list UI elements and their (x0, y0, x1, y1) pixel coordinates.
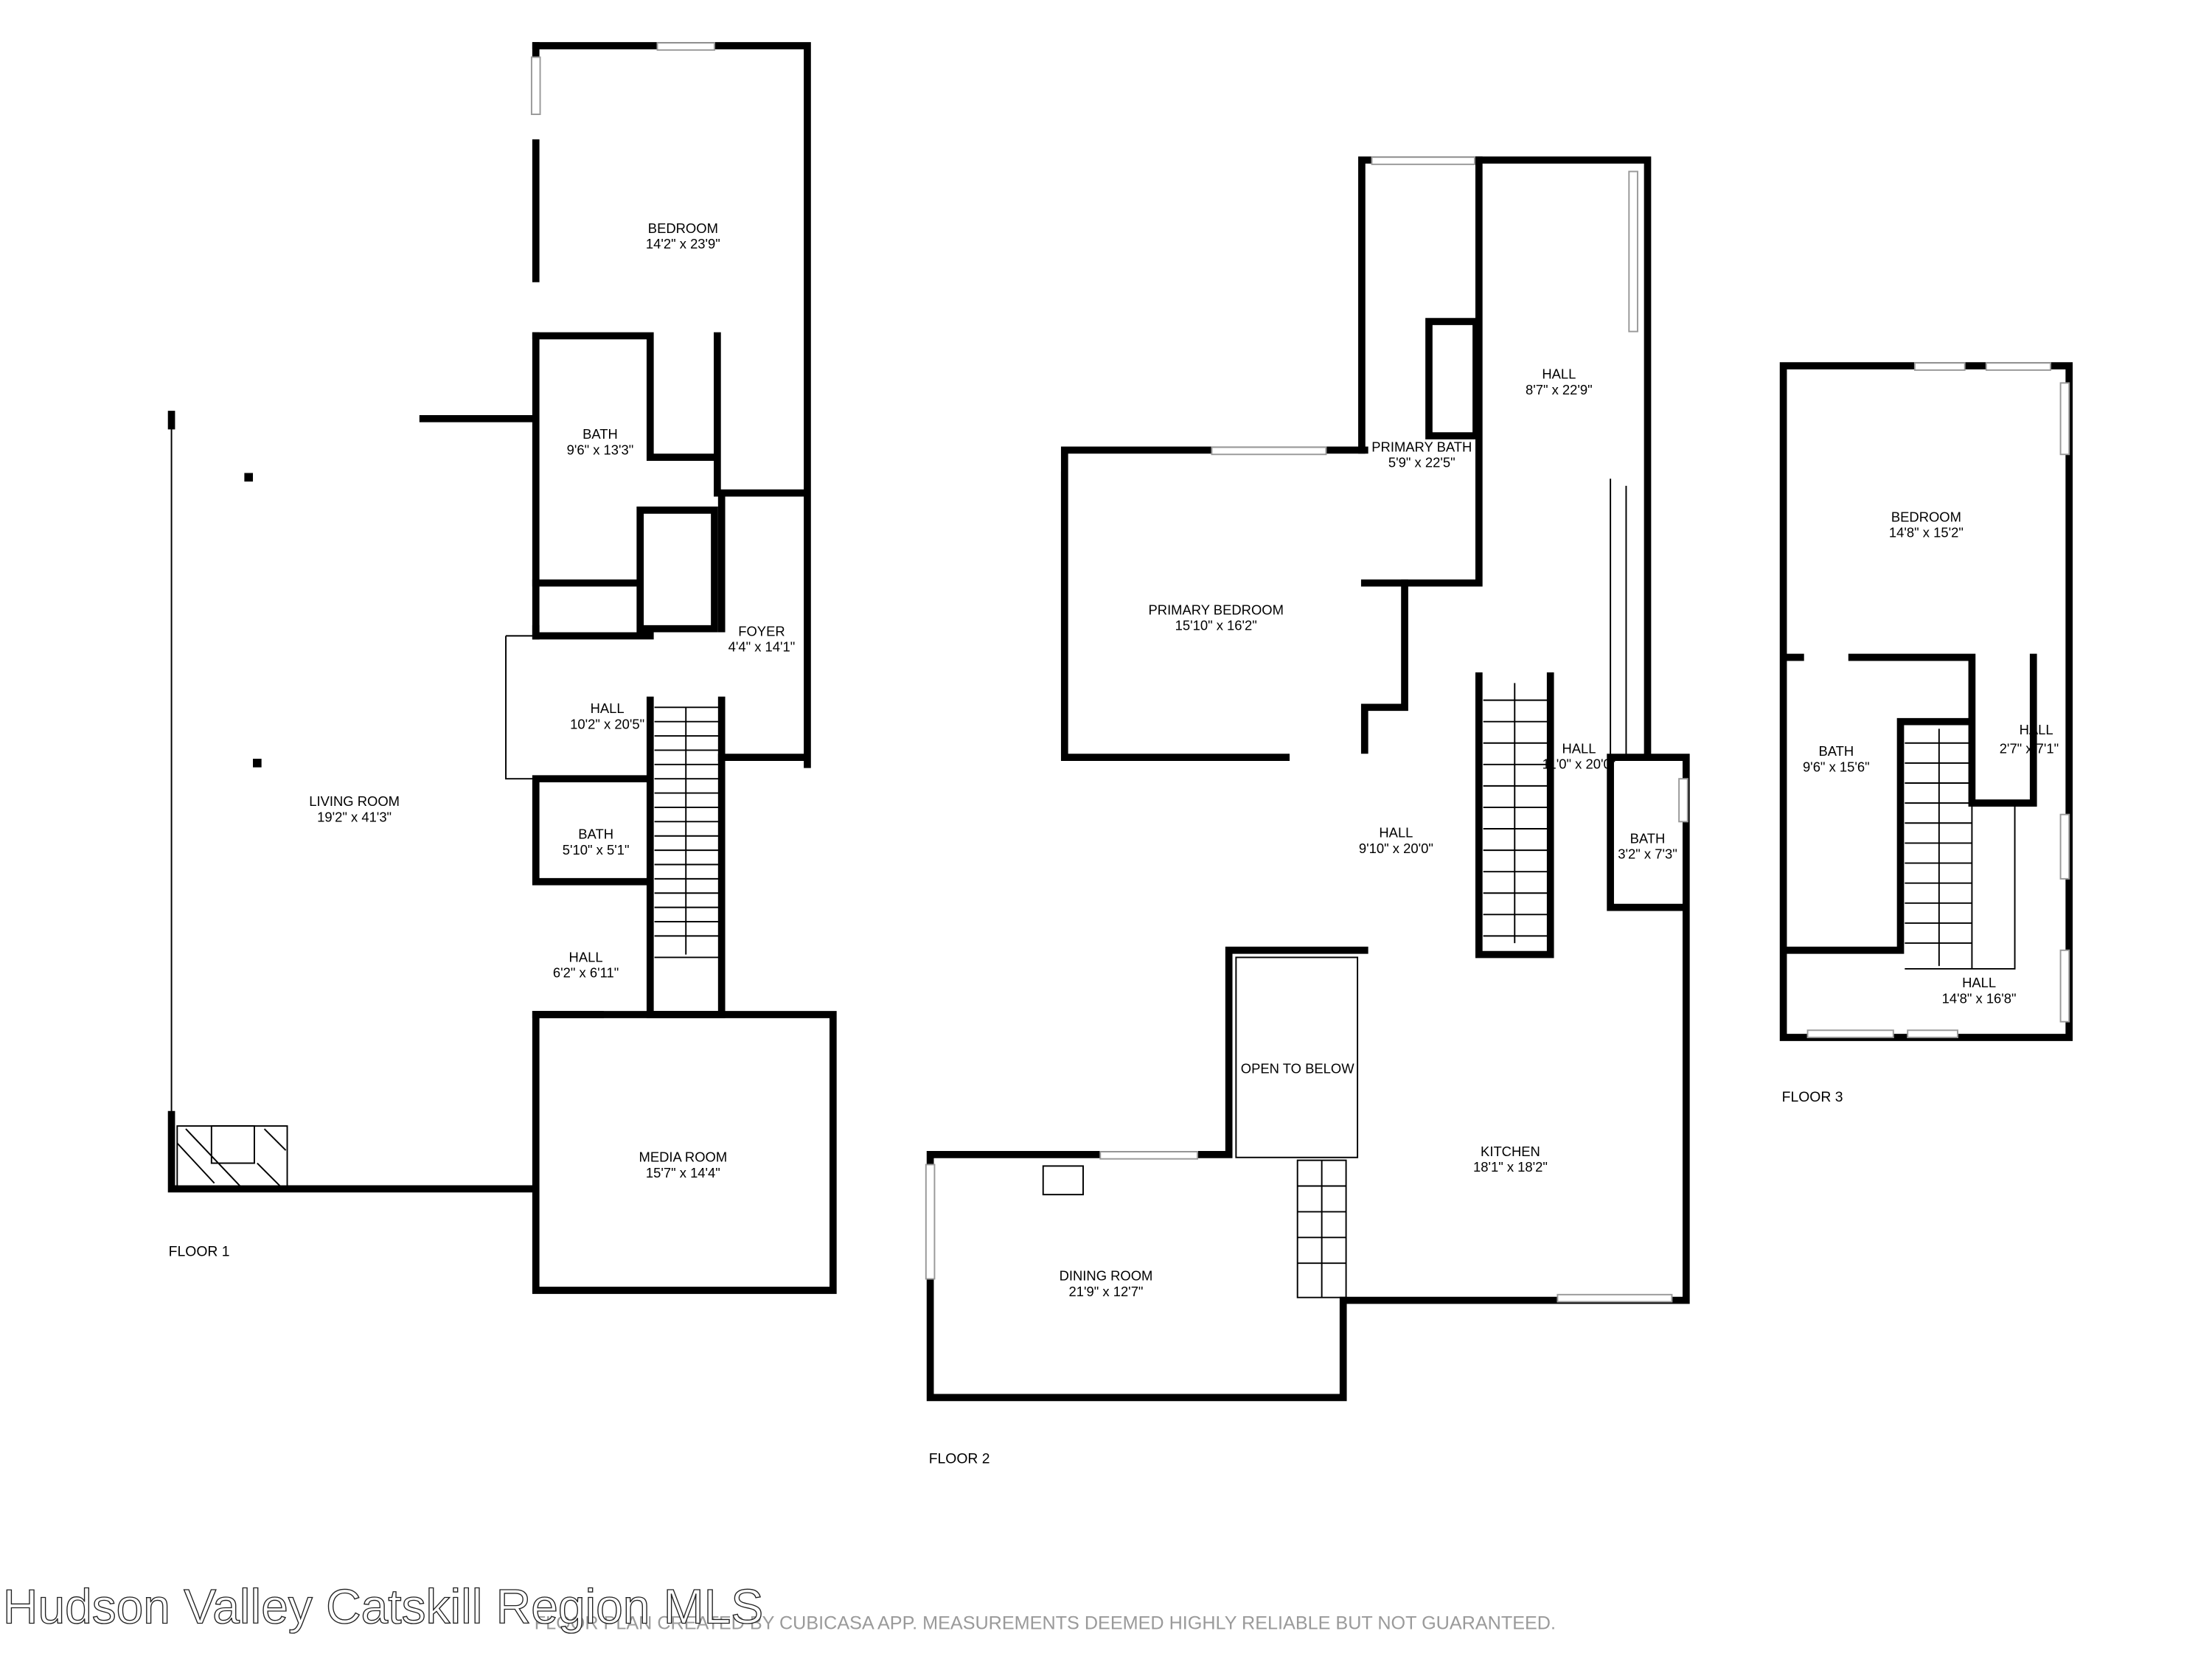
room-dims: 11'0" x 20'0" (1543, 757, 1616, 772)
room-name: HALL (1962, 975, 1996, 990)
room-name: MEDIA ROOM (639, 1150, 728, 1165)
floor-1-stairs (654, 706, 719, 959)
room-dims: 2'7" x 7'1" (2000, 740, 2059, 756)
floor-3-plan: BEDROOM 14'8" x 15'2" BATH 9'6" x 15'6" … (1779, 362, 2073, 1105)
room-dims: 15'10" x 16'2" (1175, 618, 1257, 633)
room-dims: 10'2" x 20'5" (570, 716, 644, 731)
room-name: PRIMARY BEDROOM (1149, 602, 1284, 617)
disclaimer-footer: FLOOR PLAN CREATED BY CUBICASA APP. MEAS… (535, 1613, 1556, 1633)
room-dims: 14'8" x 15'2" (1889, 525, 1964, 540)
floor-3-stairs (1905, 728, 2016, 970)
room-dims: 8'7" x 22'9" (1526, 382, 1593, 397)
room-dims: 9'6" x 13'3" (567, 442, 634, 457)
room-dims: 9'10" x 20'0" (1359, 841, 1433, 856)
room-dims: 6'2" x 6'11" (553, 965, 619, 981)
room-name: KITCHEN (1481, 1144, 1540, 1159)
room-name: BATH (582, 426, 618, 442)
room-name: FOYER (738, 623, 785, 639)
fireplace-icon (1042, 1165, 1084, 1196)
room-name: PRIMARY BATH (1371, 439, 1472, 454)
floor-2-stairs (1296, 672, 1554, 1298)
room-name: HALL (1542, 366, 1576, 382)
room-name: BATH (1818, 743, 1854, 759)
room-name: HALL (2020, 722, 2053, 737)
room-name: LIVING ROOM (309, 793, 400, 809)
room-dims: 3'2" x 7'3" (1618, 846, 1677, 862)
floor-label: FLOOR 1 (169, 1243, 230, 1259)
room-dims: 14'8" x 16'8" (1942, 990, 2017, 1006)
room-dims: 5'9" x 22'5" (1388, 455, 1455, 470)
room-name: HALL (1562, 740, 1596, 756)
room-dims: 5'10" x 5'1" (563, 842, 630, 858)
room-dims: 18'1" x 18'2" (1473, 1159, 1548, 1175)
room-name: BATH (1630, 830, 1666, 846)
room-name: DINING ROOM (1060, 1267, 1153, 1283)
floor-label: FLOOR 2 (929, 1450, 990, 1467)
room-name: BATH (578, 827, 613, 842)
room-dims: 9'6" x 15'6" (1803, 759, 1870, 775)
room-name: HALL (1379, 825, 1413, 841)
room-name: BEDROOM (1891, 509, 1961, 524)
floor-2-plan: HALL 8'7" x 22'9" PRIMARY BATH 5'9" x 22… (925, 156, 1690, 1467)
mls-watermark: Hudson Valley Catskill Region MLS (3, 1579, 763, 1634)
room-dims: 4'4" x 14'1" (728, 639, 796, 655)
room-name: HALL (591, 700, 625, 716)
room-dims: 21'9" x 12'7" (1069, 1284, 1144, 1299)
floor-1-plan: BEDROOM 14'2" x 23'9" BATH 9'6" x 13'3" … (167, 42, 837, 1294)
room-dims: 19'2" x 41'3" (317, 809, 392, 824)
room-dims: 14'2" x 23'9" (646, 236, 720, 251)
room-name: HALL (569, 949, 603, 964)
floor-label: FLOOR 3 (1782, 1089, 1843, 1105)
room-name: BEDROOM (648, 220, 718, 236)
room-dims: 15'7" x 14'4" (646, 1165, 720, 1180)
room-name: OPEN TO BELOW (1241, 1060, 1354, 1076)
